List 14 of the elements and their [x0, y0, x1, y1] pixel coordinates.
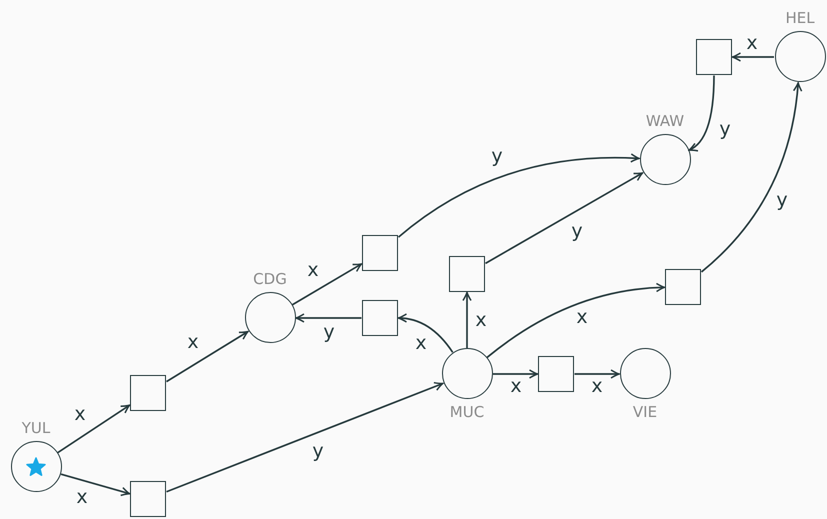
square-node — [538, 356, 574, 392]
node-label: VIE — [632, 403, 658, 421]
square-node — [130, 480, 166, 516]
square-node — [664, 268, 700, 304]
node-label: YUL — [22, 419, 50, 437]
square-node — [130, 374, 166, 410]
square-node — [362, 300, 398, 336]
node-label: MUC — [450, 403, 484, 421]
node-label: HEL — [785, 9, 815, 27]
node-label: CDG — [253, 270, 287, 288]
square-node — [448, 256, 484, 292]
node-label: WAW — [646, 112, 684, 130]
square-node — [362, 234, 398, 270]
square-node — [696, 38, 732, 74]
